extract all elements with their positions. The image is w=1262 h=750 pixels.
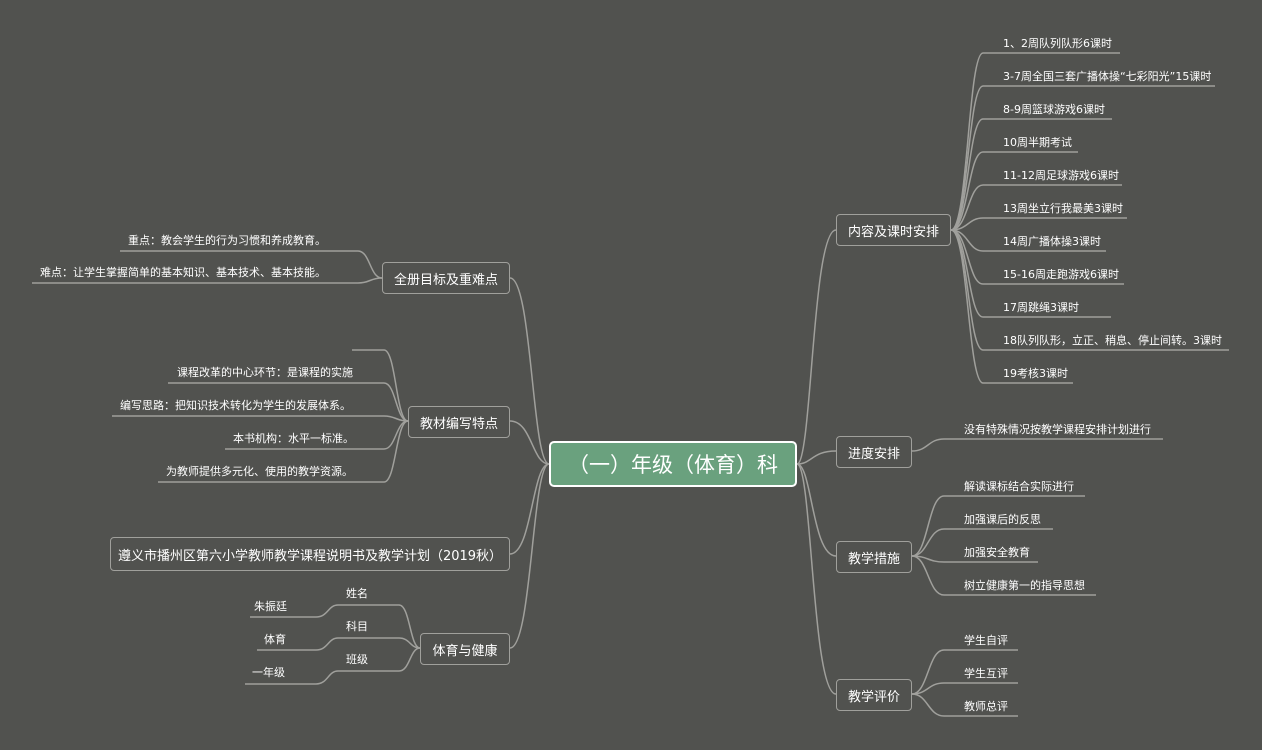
features-item[interactable]: 编写思路：把知识技术转化为学生的发展体系。 bbox=[120, 399, 351, 412]
progress-item[interactable]: 没有特殊情况按教学课程安排计划进行 bbox=[964, 423, 1151, 436]
pe-field-key[interactable]: 科目 bbox=[346, 620, 368, 633]
content-item[interactable]: 3-7周全国三套广播体操“七彩阳光”15课时 bbox=[1003, 70, 1212, 83]
content-item[interactable]: 10周半期考试 bbox=[1003, 136, 1072, 149]
root-node[interactable]: （一）年级（体育）科 bbox=[549, 441, 797, 487]
content-item[interactable]: 14周广播体操3课时 bbox=[1003, 235, 1101, 248]
measures-item[interactable]: 解读课标结合实际进行 bbox=[964, 480, 1074, 493]
branch-document-title[interactable]: 遵义市播州区第六小学教师教学课程说明书及教学计划（2019秋） bbox=[110, 537, 510, 571]
evaluation-item[interactable]: 学生互评 bbox=[964, 667, 1008, 680]
branch-goals[interactable]: 全册目标及重难点 bbox=[382, 262, 510, 294]
content-item[interactable]: 15-16周走跑游戏6课时 bbox=[1003, 268, 1119, 281]
content-item[interactable]: 19考核3课时 bbox=[1003, 367, 1068, 380]
branch-evaluation[interactable]: 教学评价 bbox=[836, 679, 912, 711]
content-item[interactable]: 17周跳绳3课时 bbox=[1003, 301, 1079, 314]
branch-features[interactable]: 教材编写特点 bbox=[408, 406, 510, 438]
features-item[interactable]: 课程改革的中心环节：是课程的实施 bbox=[177, 366, 353, 379]
evaluation-item[interactable]: 教师总评 bbox=[964, 700, 1008, 713]
goals-item[interactable]: 重点：教会学生的行为习惯和养成教育。 bbox=[128, 234, 326, 247]
pe-field-value[interactable]: 朱振廷 bbox=[254, 600, 287, 613]
measures-item[interactable]: 树立健康第一的指导思想 bbox=[964, 579, 1085, 592]
branch-pe-health[interactable]: 体育与健康 bbox=[420, 633, 510, 665]
pe-field-value[interactable]: 体育 bbox=[264, 633, 286, 646]
content-item[interactable]: 11-12周足球游戏6课时 bbox=[1003, 169, 1119, 182]
content-item[interactable]: 13周坐立行我最美3课时 bbox=[1003, 202, 1123, 215]
content-item[interactable]: 18队列队形，立正、稍息、停止间转。3课时 bbox=[1003, 334, 1222, 347]
evaluation-item[interactable]: 学生自评 bbox=[964, 634, 1008, 647]
pe-field-key[interactable]: 姓名 bbox=[346, 587, 368, 600]
branch-progress[interactable]: 进度安排 bbox=[836, 436, 912, 468]
measures-item[interactable]: 加强安全教育 bbox=[964, 546, 1030, 559]
pe-field-key[interactable]: 班级 bbox=[346, 653, 368, 666]
features-item[interactable]: 为教师提供多元化、使用的教学资源。 bbox=[166, 465, 353, 478]
content-item[interactable]: 8-9周篮球游戏6课时 bbox=[1003, 103, 1105, 116]
features-item[interactable]: 本书机构：水平一标准。 bbox=[233, 432, 354, 445]
goals-item[interactable]: 难点：让学生掌握简单的基本知识、基本技术、基本技能。 bbox=[40, 266, 326, 279]
branch-content-schedule[interactable]: 内容及课时安排 bbox=[836, 214, 951, 246]
measures-item[interactable]: 加强课后的反思 bbox=[964, 513, 1041, 526]
pe-field-value[interactable]: 一年级 bbox=[252, 666, 285, 679]
branch-measures[interactable]: 教学措施 bbox=[836, 541, 912, 573]
content-item[interactable]: 1、2周队列队形6课时 bbox=[1003, 37, 1112, 50]
